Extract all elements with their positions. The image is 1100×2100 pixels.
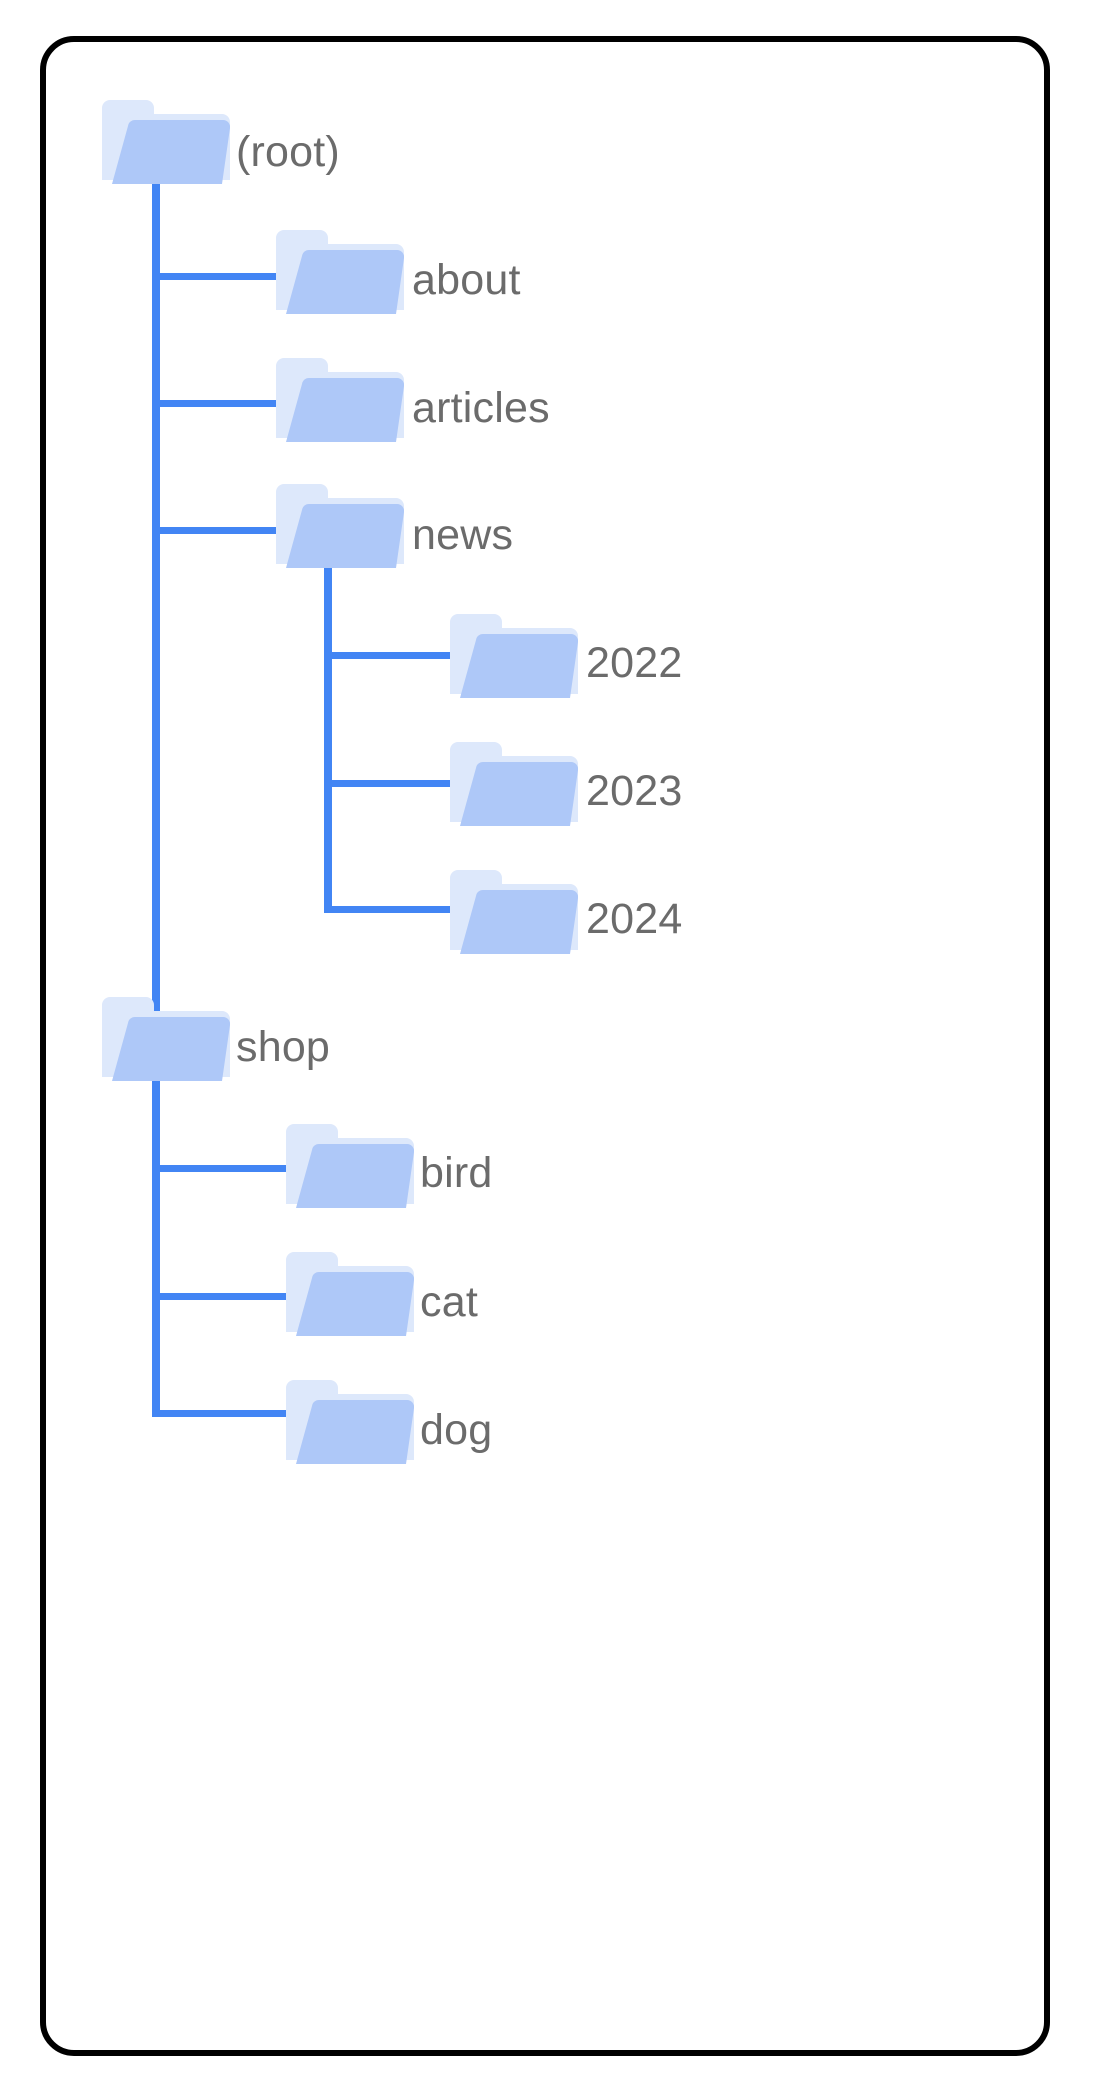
folder-label: news (412, 511, 514, 559)
folder-label: 2024 (586, 895, 683, 943)
folder-label: shop (236, 1023, 331, 1071)
tree-connector-trunk-shop (152, 1020, 160, 1417)
folder-label: bird (420, 1149, 493, 1197)
folder-icon[interactable] (284, 1250, 415, 1342)
folder-label: 2023 (586, 767, 683, 815)
folder-label: (root) (236, 128, 340, 176)
folder-label: cat (420, 1278, 478, 1326)
folder-icon[interactable] (274, 356, 405, 448)
folder-icon[interactable] (448, 612, 579, 704)
folder-icon[interactable] (448, 868, 579, 960)
tree-connector-stub-articles (152, 400, 280, 407)
tree-connector-trunk-root (152, 180, 160, 1020)
tree-connector-stub-news (152, 527, 280, 534)
folder-icon[interactable] (274, 482, 405, 574)
folder-icon[interactable] (284, 1378, 415, 1470)
folder-icon[interactable] (274, 228, 405, 320)
tree-connector-stub-about (152, 273, 280, 280)
folder-label: 2022 (586, 639, 683, 687)
folder-label: about (412, 256, 521, 304)
tree-connector-stub-bird (152, 1165, 290, 1172)
folder-label: articles (412, 384, 550, 432)
folder-icon[interactable] (284, 1122, 415, 1214)
tree-connector-stub-dog (152, 1410, 290, 1417)
folder-icon[interactable] (448, 740, 579, 832)
tree-connector-stub-cat (152, 1293, 290, 1300)
tree-connector-stub-2023 (324, 780, 456, 787)
tree-connector-stub-2024 (324, 906, 456, 913)
tree-connector-trunk-news (324, 558, 332, 913)
folder-label: dog (420, 1406, 493, 1454)
folder-icon[interactable] (100, 995, 231, 1087)
tree-connector-stub-2022 (324, 652, 456, 659)
folder-icon[interactable] (100, 98, 231, 190)
